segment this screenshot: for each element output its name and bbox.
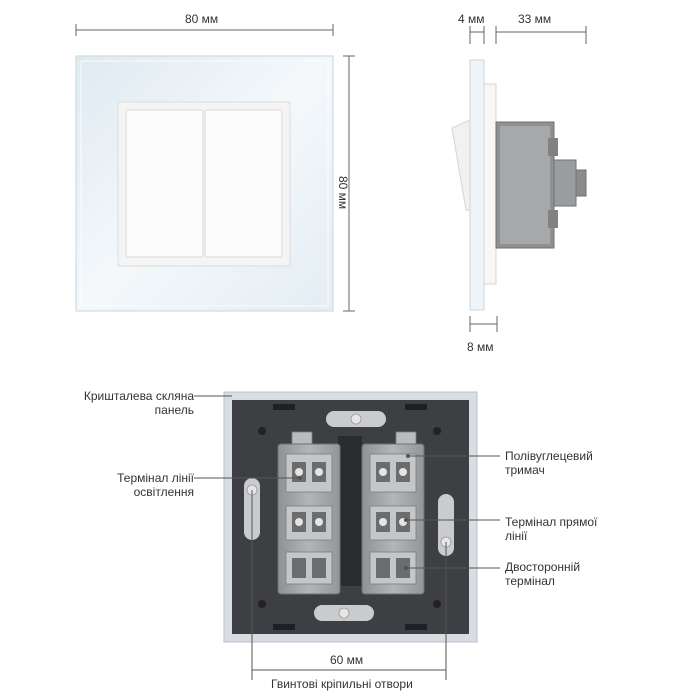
callout-light-terminal: Термінал лінії освітлення: [117, 471, 194, 499]
front-height-label: 80 мм: [336, 176, 350, 210]
back-view: [194, 391, 500, 680]
left-switch-module: [277, 431, 341, 595]
screw-holes-label: Гвинтові кріпильні отвори: [271, 677, 413, 691]
rocker-right: [204, 109, 283, 258]
callout-direct-line-terminal: Термінал прямої лінії: [505, 515, 598, 543]
front-view: [75, 24, 355, 312]
callout-pc-holder: Полівуглецевий тримач: [505, 449, 593, 477]
callout-glass-panel: Кришталева скляна панель: [83, 389, 194, 417]
side-bottom-label: 8 мм: [467, 340, 494, 354]
side-top-right-label: 33 мм: [518, 12, 552, 26]
side-glass: [469, 59, 485, 311]
side-top-left-label: 4 мм: [458, 12, 485, 26]
rocker-left: [125, 109, 204, 258]
side-view: [451, 26, 587, 332]
right-switch-module: [361, 431, 425, 595]
callout-two-way-terminal: Двосторонній термінал: [505, 560, 581, 588]
back-width-label: 60 мм: [330, 653, 364, 667]
side-rocker: [451, 119, 471, 211]
front-width-label: 80 мм: [185, 12, 219, 26]
